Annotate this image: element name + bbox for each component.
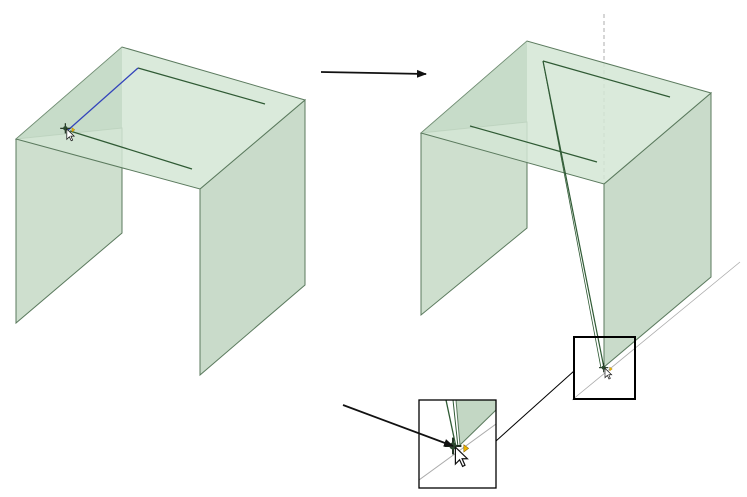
left-sketch-line-front [69,130,193,170]
zoom-inset [418,399,497,489]
right-sketch-line-front [469,125,598,163]
moved-line-a [542,60,605,369]
left-sketch-line-back [137,67,266,105]
left-box [14,46,307,377]
right-sketch-line-back [542,60,671,98]
pointer-arrow [342,404,454,447]
ground-axis-guide [571,261,741,401]
zoom-box-icon [573,336,636,400]
selected-edge-line [66,67,139,132]
right-box [419,14,741,401]
moved-line-b [542,60,602,369]
arrow-icon [320,69,427,78]
zoom-connector-line [495,370,575,442]
